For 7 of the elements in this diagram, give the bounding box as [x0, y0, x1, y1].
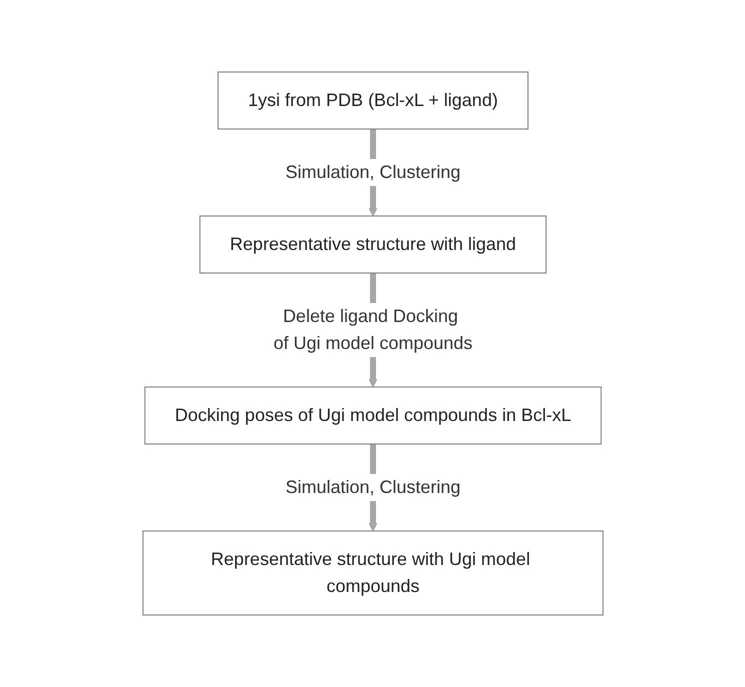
node-box: Docking poses of Ugi model compounds in Bcl-xL [144, 386, 602, 444]
edge-label: Simulation, Clustering [284, 477, 460, 497]
node-box: 1ysi from PDB (Bcl-xL + ligand) [217, 72, 528, 130]
node-box: Representative structure with ligand [198, 216, 546, 274]
edge-label: Delete ligand Docking of Ugi model compounds [272, 306, 472, 353]
edge-label: Simulation, Clustering [284, 162, 460, 182]
node-box: Representative structure with Ugi model compounds [142, 530, 603, 616]
